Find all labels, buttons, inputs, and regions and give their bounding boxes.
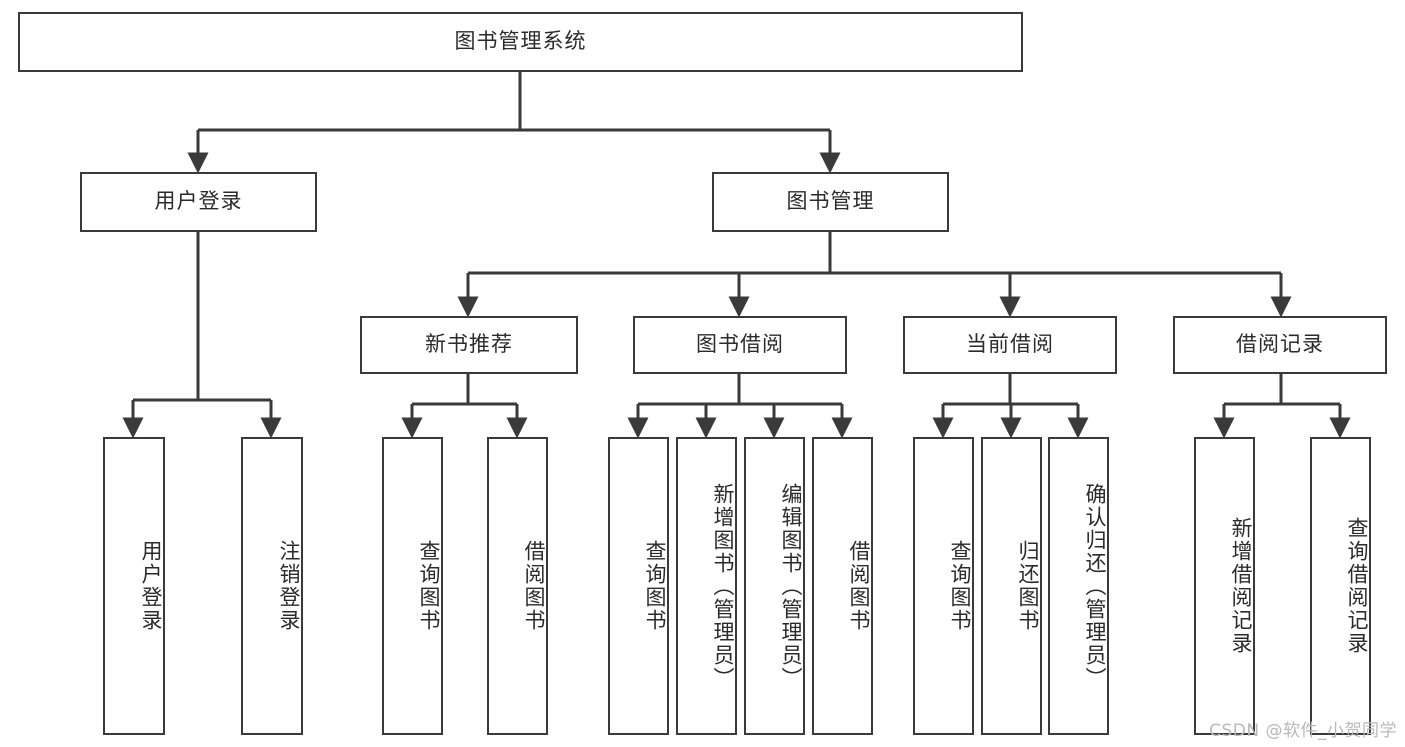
node-leaf-confirm-return[interactable]: 确认归还（管理员） (1048, 437, 1109, 735)
node-user-login-label: 用户登录 (154, 189, 243, 214)
node-leaf-add-record-label: 新增借阅记录 (1229, 517, 1253, 655)
node-new-book-recommend-label: 新书推荐 (425, 332, 513, 357)
node-current-borrow[interactable]: 当前借阅 (903, 316, 1117, 374)
node-book-borrow[interactable]: 图书借阅 (633, 316, 847, 374)
node-leaf-add-book-label: 新增图书（管理员） (711, 482, 735, 690)
node-leaf-borrow-book-1-label: 借阅图书 (522, 540, 546, 632)
node-borrow-record[interactable]: 借阅记录 (1173, 316, 1387, 374)
node-leaf-logout-login-label: 注销登录 (277, 540, 301, 632)
node-leaf-query-book-3-label: 查询图书 (948, 540, 972, 632)
node-leaf-add-book[interactable]: 新增图书（管理员） (676, 437, 737, 735)
node-leaf-confirm-return-label: 确认归还（管理员） (1083, 482, 1107, 690)
node-user-login[interactable]: 用户登录 (80, 172, 317, 232)
node-leaf-query-record[interactable]: 查询借阅记录 (1310, 437, 1371, 735)
node-leaf-edit-book[interactable]: 编辑图书（管理员） (744, 437, 805, 735)
node-leaf-borrow-book-2-label: 借阅图书 (847, 540, 871, 632)
node-leaf-borrow-book-2[interactable]: 借阅图书 (812, 437, 873, 735)
node-leaf-user-login[interactable]: 用户登录 (103, 437, 165, 735)
node-leaf-query-book-2[interactable]: 查询图书 (608, 437, 669, 735)
node-book-manage-label: 图书管理 (786, 189, 875, 214)
node-root-label: 图书管理系统 (454, 29, 587, 54)
node-root[interactable]: 图书管理系统 (18, 12, 1023, 72)
node-current-borrow-label: 当前借阅 (966, 332, 1054, 357)
node-borrow-record-label: 借阅记录 (1236, 332, 1324, 357)
node-leaf-query-book-1[interactable]: 查询图书 (382, 437, 443, 735)
node-leaf-return-book[interactable]: 归还图书 (981, 437, 1042, 735)
node-leaf-logout-login[interactable]: 注销登录 (241, 437, 303, 735)
node-leaf-borrow-book-1[interactable]: 借阅图书 (487, 437, 548, 735)
node-leaf-query-book-2-label: 查询图书 (643, 540, 667, 632)
node-leaf-edit-book-label: 编辑图书（管理员） (779, 482, 803, 690)
node-leaf-return-book-label: 归还图书 (1016, 540, 1040, 632)
node-book-manage[interactable]: 图书管理 (712, 172, 949, 232)
node-leaf-query-book-3[interactable]: 查询图书 (913, 437, 974, 735)
node-leaf-user-login-label: 用户登录 (139, 540, 163, 632)
node-leaf-add-record[interactable]: 新增借阅记录 (1194, 437, 1255, 735)
node-leaf-query-record-label: 查询借阅记录 (1345, 517, 1369, 655)
node-new-book-recommend[interactable]: 新书推荐 (360, 316, 578, 374)
node-book-borrow-label: 图书借阅 (696, 332, 784, 357)
node-leaf-query-book-1-label: 查询图书 (417, 540, 441, 632)
